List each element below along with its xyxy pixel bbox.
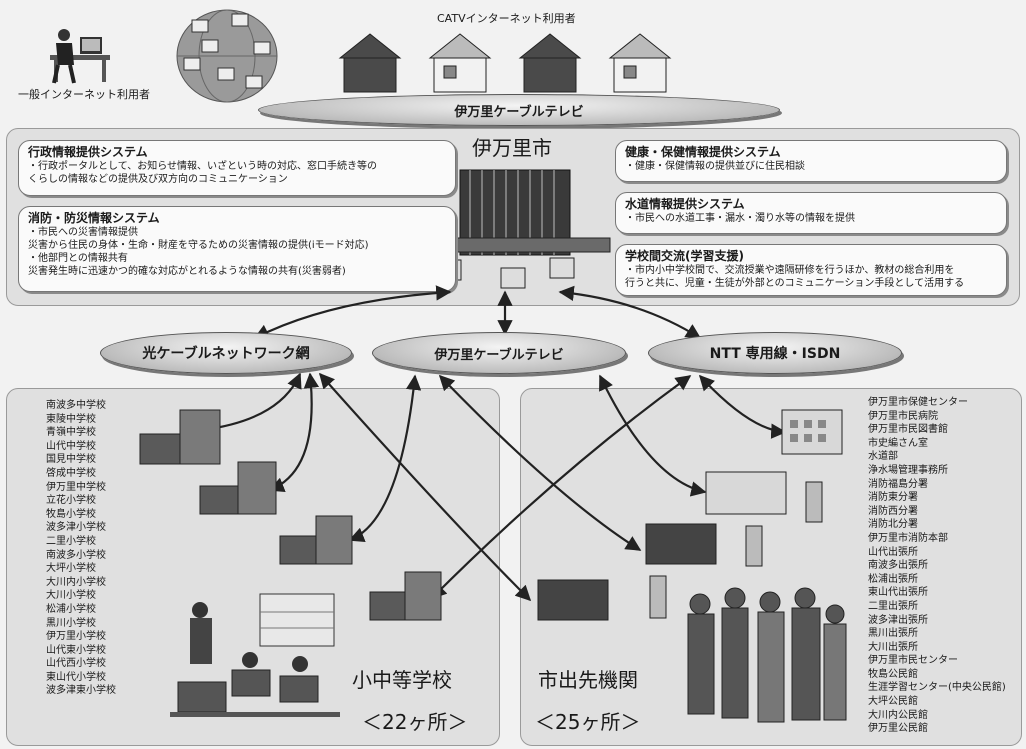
- admin-info-line-2: くらしの情報などの提供及び双方向のコミュニケーション: [28, 174, 288, 185]
- branches-count: ＜25ヶ所＞: [535, 710, 641, 734]
- disaster-info-line-2: 災害から住民の身体・生命・財産を守るための災害情報の提供(iモード対応): [28, 240, 369, 251]
- people-illustration: [680, 584, 855, 734]
- branch-buildings-illustration: [530, 396, 865, 636]
- branch-list-item: 伊万里市消防本部: [868, 532, 948, 544]
- school-exchange-box: 学校間交流(学習支援) ・市内小中学校間で、交流授業や遠隔研修を行うほか、教材の…: [615, 244, 1007, 296]
- city-hall-illustration: [415, 160, 615, 295]
- branch-list-item: 黒川出張所: [868, 628, 918, 640]
- branch-list-item: 波多津出張所: [868, 614, 928, 626]
- schools-list: 南波多中学校東陵中学校青嶺中学校山代中学校国見中学校啓成中学校伊万里中学校立花小…: [46, 399, 116, 698]
- branch-list-item: 牧島公民館: [868, 668, 918, 680]
- branch-list-item: 消防北分署: [868, 519, 918, 531]
- water-info-title: 水道情報提供システム: [625, 197, 745, 211]
- schools-count: ＜22ヶ所＞: [362, 710, 468, 734]
- branch-list-item: 松浦出張所: [868, 573, 918, 585]
- health-info-title: 健康・保健情報提供システム: [625, 145, 781, 159]
- school-list-item: 伊万里小学校: [46, 631, 106, 643]
- branch-list-item: 伊万里市民図書館: [868, 424, 948, 436]
- branch-list-item: 二里出張所: [868, 600, 918, 612]
- internet-globe-icon: [172, 6, 282, 106]
- catv-user-label: CATVインターネット利用者: [437, 12, 576, 25]
- disaster-info-line-1: ・市民への災害情報提供: [28, 227, 138, 238]
- branch-list-item: 伊万里市保健センター: [868, 397, 968, 408]
- catv-houses-illustration: [330, 28, 700, 98]
- school-list-item: 啓成中学校: [46, 467, 96, 479]
- school-buildings-illustration: [120, 396, 450, 636]
- branch-list-item: 消防西分署: [868, 505, 918, 517]
- ntt-network-oval: NTT 専用線・ISDN: [648, 332, 902, 374]
- disaster-info-title: 消防・防災情報システム: [28, 211, 160, 225]
- branch-list-item: 消防東分署: [868, 492, 918, 504]
- branch-list-item: 大川出張所: [868, 641, 918, 653]
- city-title: 伊万里市: [472, 136, 552, 160]
- arrow-ntt-branch-1: [698, 374, 787, 439]
- branch-list-item: 伊万里市民センター: [868, 655, 958, 667]
- branch-list-item: 大川内公民館: [868, 709, 928, 721]
- admin-info-box: 行政情報提供システム ・行政ポータルとして、お知らせ情報、いざという時の対応、窓…: [18, 140, 456, 196]
- classroom-illustration: [170, 590, 340, 730]
- school-list-item: 牧島小学校: [46, 508, 96, 520]
- school-list-item: 波多津小学校: [46, 522, 106, 534]
- branch-list-item: 浄水場管理事務所: [868, 464, 948, 476]
- general-user-illustration: [40, 25, 125, 85]
- school-list-item: 大坪小学校: [46, 563, 96, 575]
- school-list-item: 南波多中学校: [46, 400, 106, 411]
- school-list-item: 波多津東小学校: [46, 685, 116, 697]
- branch-list-item: 市史編さん室: [868, 437, 928, 449]
- school-list-item: 山代中学校: [46, 440, 96, 452]
- school-list-item: 青嶺中学校: [46, 427, 96, 439]
- water-info-box: 水道情報提供システム ・市民への水道工事・漏水・濁り水等の情報を提供: [615, 192, 1007, 234]
- school-list-item: 大川小学校: [46, 590, 96, 602]
- school-exchange-title: 学校間交流(学習支援): [625, 249, 744, 263]
- disaster-info-box: 消防・防災情報システム ・市民への災害情報提供 災害から住民の身体・生命・財産を…: [18, 206, 456, 292]
- school-list-item: 二里小学校: [46, 535, 96, 547]
- branch-list-item: 大坪公民館: [868, 696, 918, 708]
- catv-network-oval: 伊万里ケーブルテレビ: [372, 332, 626, 374]
- catv-banner: 伊万里ケーブルテレビ: [258, 94, 780, 126]
- admin-info-line-1: ・行政ポータルとして、お知らせ情報、いざという時の対応、窓口手続き等の: [28, 161, 377, 172]
- general-user-label: 一般インターネット利用者: [18, 88, 150, 101]
- arrow-fiber-school-2: [268, 372, 320, 492]
- health-info-line-1: ・健康・保健情報の提供並びに住民相談: [625, 161, 805, 172]
- arrow-catv-school-3: [348, 374, 422, 542]
- branches-label: 市出先機関: [538, 668, 638, 692]
- branch-list-item: 生涯学習センター(中央公民館): [868, 682, 1006, 694]
- arrow-catv-ntt-cross: [599, 374, 707, 497]
- school-list-item: 黒川小学校: [46, 617, 96, 629]
- school-list-item: 大川内小学校: [46, 576, 106, 588]
- branch-list-item: 水道部: [868, 451, 898, 463]
- branch-list-item: 伊万里市民病院: [868, 410, 938, 422]
- school-list-item: 山代東小学校: [46, 644, 106, 656]
- branch-list-item: 山代出張所: [868, 546, 918, 558]
- admin-info-title: 行政情報提供システム: [28, 145, 148, 159]
- school-list-item: 山代西小学校: [46, 658, 106, 670]
- branch-list-item: 消防福島分署: [868, 478, 928, 490]
- disaster-info-line-4: 災害発生時に迅速かつ的確な対応がとれるような情報の共有(災害弱者): [28, 266, 346, 277]
- health-info-box: 健康・保健情報提供システム ・健康・保健情報の提供並びに住民相談: [615, 140, 1007, 182]
- arrow-city-to-ntt: [558, 285, 702, 339]
- branch-list-item: 伊万里公民館: [868, 723, 928, 735]
- school-list-item: 松浦小学校: [46, 603, 96, 615]
- disaster-info-line-3: ・他部門との情報共有: [28, 253, 128, 264]
- school-list-item: 立花小学校: [46, 495, 96, 507]
- school-list-item: 東山代小学校: [46, 671, 106, 683]
- branch-list-item: 東山代出張所: [868, 587, 928, 599]
- water-info-line-1: ・市民への水道工事・漏水・濁り水等の情報を提供: [625, 213, 855, 224]
- school-list-item: 東陵中学校: [46, 413, 96, 425]
- school-list-item: 伊万里中学校: [46, 481, 106, 493]
- schools-label: 小中等学校: [352, 668, 452, 692]
- fiber-network-oval: 光ケーブルネットワーク網: [100, 332, 352, 374]
- school-exchange-line-2: 行うと共に、児童・生徒が外部とのコミュニケーション手段として活用する: [625, 278, 965, 289]
- arrow-city-to-fiber: [253, 285, 452, 339]
- branches-list: 伊万里市保健センター伊万里市民病院伊万里市民図書館市史編さん室水道部浄水場管理事…: [868, 396, 1006, 736]
- school-list-item: 南波多小学校: [46, 549, 106, 561]
- branch-list-item: 南波多出張所: [868, 560, 928, 572]
- school-exchange-line-1: ・市内小中学校間で、交流授業や遠隔研修を行うほか、教材の総合利用を: [625, 265, 955, 276]
- school-list-item: 国見中学校: [46, 454, 96, 466]
